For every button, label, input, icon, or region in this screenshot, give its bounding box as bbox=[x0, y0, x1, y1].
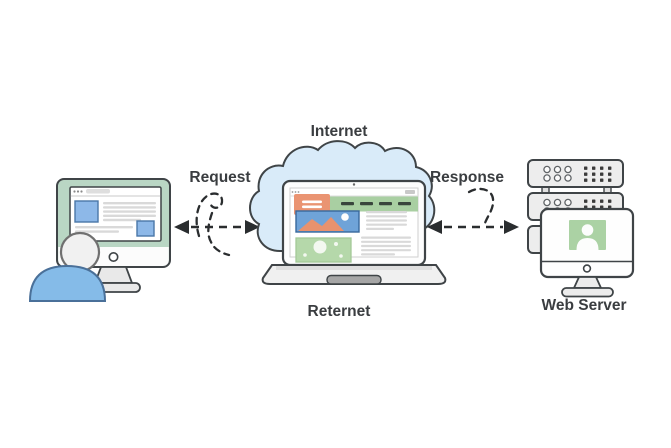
browser-address-bar bbox=[86, 189, 110, 194]
laptop-webpage bbox=[289, 187, 419, 263]
user-body bbox=[28, 264, 107, 302]
response-curl bbox=[467, 187, 495, 225]
request-squiggle-tail bbox=[207, 211, 231, 257]
arrowhead-right-icon bbox=[245, 220, 260, 234]
web-server-node bbox=[527, 159, 635, 298]
web-server-label: Web Server bbox=[541, 297, 626, 314]
internet-node bbox=[249, 140, 447, 285]
hamburger-menu-icon bbox=[302, 200, 322, 209]
reternet-label: Reternet bbox=[308, 303, 371, 320]
server-vents-icon bbox=[584, 166, 612, 182]
avatar-shoulders bbox=[576, 238, 599, 250]
request-label: Request bbox=[189, 169, 250, 186]
webpage-green-image bbox=[295, 237, 352, 263]
internet-label: Internet bbox=[311, 123, 368, 140]
webpage-thumbnail-placeholder bbox=[136, 220, 155, 237]
mountains-icon bbox=[298, 217, 344, 231]
response-arrow bbox=[427, 187, 519, 234]
arrowhead-left-icon bbox=[427, 220, 442, 234]
webpage-navbar-green bbox=[330, 196, 418, 212]
webpage-toolbar-control bbox=[405, 190, 415, 194]
server-monitor-base bbox=[561, 287, 614, 298]
webpage-hero-image bbox=[295, 210, 360, 233]
client-computer bbox=[28, 178, 171, 302]
avatar-head bbox=[581, 224, 594, 236]
response-label: Response bbox=[430, 169, 504, 186]
green-image-circle bbox=[313, 240, 327, 254]
server-ports-icon bbox=[543, 165, 572, 182]
webpage-text-lines bbox=[75, 202, 156, 233]
request-squiggle-loop bbox=[195, 192, 224, 238]
user-avatar-icon bbox=[569, 220, 606, 250]
monitor-power-button bbox=[108, 252, 119, 263]
laptop-camera-dot bbox=[352, 183, 356, 186]
client-browser-window bbox=[69, 186, 162, 242]
laptop-icon bbox=[261, 179, 447, 285]
server-monitor-button bbox=[582, 264, 592, 273]
laptop-trackpad bbox=[326, 274, 382, 285]
webpage-window-dots-icon bbox=[291, 191, 300, 193]
arrowhead-right-icon bbox=[504, 220, 519, 234]
user-icon bbox=[28, 231, 107, 302]
webpage-text-lines-bottom bbox=[361, 236, 411, 256]
request-arrow bbox=[174, 192, 260, 257]
arrowhead-left-icon bbox=[174, 220, 189, 234]
webpage-text-lines-top bbox=[366, 211, 407, 230]
laptop-keyboard-strip bbox=[276, 266, 432, 270]
webpage-image-placeholder bbox=[74, 200, 99, 223]
browser-window-dots-icon bbox=[73, 190, 83, 193]
server-monitor-icon bbox=[539, 207, 635, 298]
server-unit bbox=[527, 159, 624, 188]
sun-icon bbox=[341, 213, 349, 221]
webpage-logo-block-orange bbox=[294, 194, 330, 215]
server-monitor-stand bbox=[572, 276, 603, 289]
webpage-nav-items bbox=[341, 202, 411, 206]
